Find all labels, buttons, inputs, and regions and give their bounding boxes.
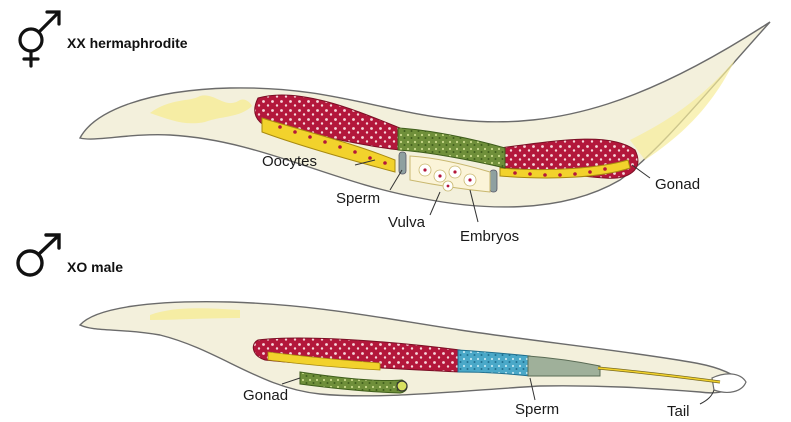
label-male-gonad: Gonad xyxy=(243,387,288,404)
label-tail: Tail xyxy=(667,403,690,420)
hermaphrodite-title: XX hermaphrodite xyxy=(67,35,188,51)
hermaphrodite-section: XX hermaphrodite xyxy=(20,12,770,245)
male-tail-fan xyxy=(712,374,746,392)
posterior-spermatheca xyxy=(490,170,497,192)
male-title: XO male xyxy=(67,259,123,275)
label-male-sperm: Sperm xyxy=(515,401,559,418)
label-oocytes: Oocytes xyxy=(262,153,317,170)
hermaphrodite-symbol-icon xyxy=(20,12,59,66)
label-hermaphrodite-sperm: Sperm xyxy=(336,190,380,207)
male-symbol-icon xyxy=(18,235,59,275)
label-embryos: Embryos xyxy=(460,228,519,245)
male-section: XO male Gonad Sperm Tail xyxy=(18,235,746,420)
label-hermaphrodite-gonad: Gonad xyxy=(655,176,700,193)
male-gonad-tip xyxy=(397,381,407,391)
label-vulva: Vulva xyxy=(388,214,426,231)
anterior-spermatheca xyxy=(399,152,406,174)
